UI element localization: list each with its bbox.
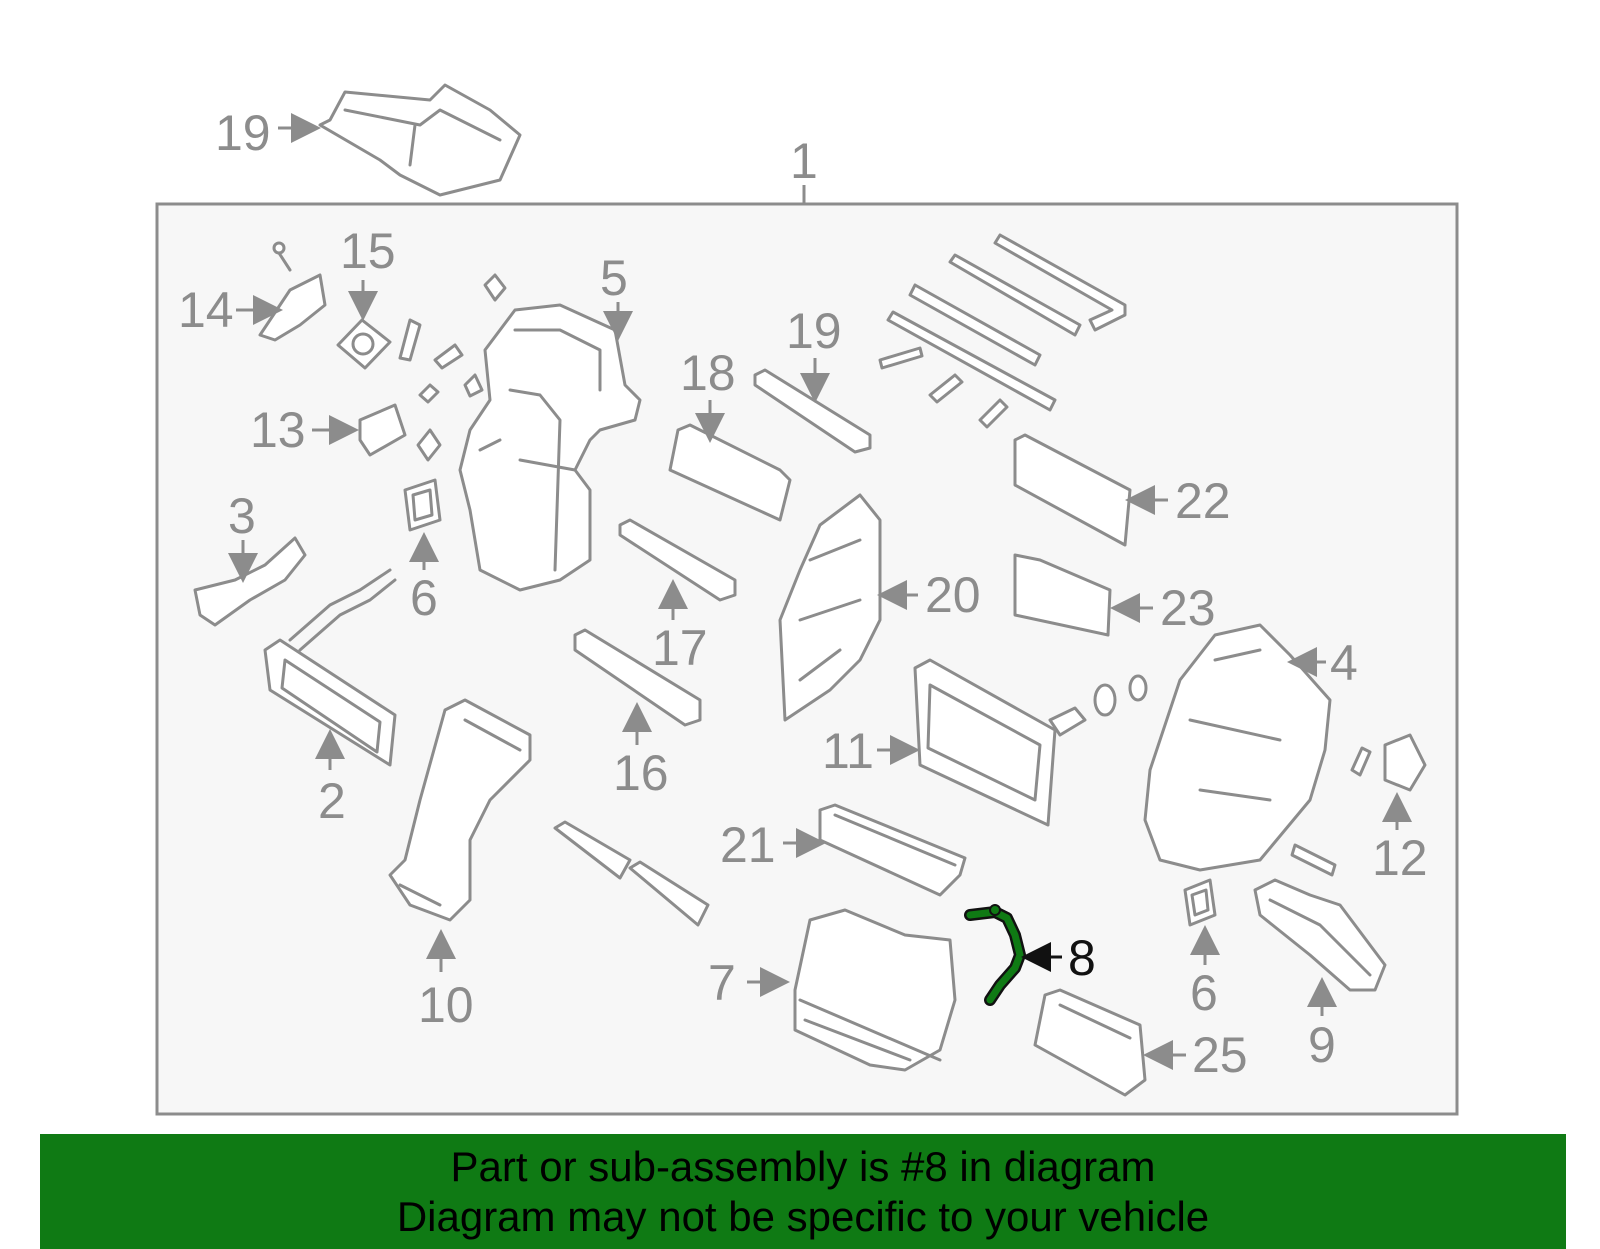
part-4-housing[interactable] <box>1143 623 1332 872</box>
callout-10: 19 <box>215 105 271 161</box>
callout-2: 2 <box>318 773 346 829</box>
part-25-panel[interactable] <box>1033 988 1147 1097</box>
part-21-housing[interactable] <box>778 493 882 722</box>
callout-1: 1 <box>790 133 818 189</box>
part-2-heater-core[interactable] <box>263 568 397 767</box>
part-20-door[interactable] <box>753 368 872 454</box>
callout-11: 10 <box>418 977 474 1033</box>
part-8-tube-highlighted[interactable] <box>964 904 1026 1006</box>
part-9-duct[interactable] <box>1253 878 1387 992</box>
part-18-door[interactable] <box>618 518 737 602</box>
small-clips <box>398 273 507 404</box>
part-12-evaporator[interactable] <box>913 658 1148 827</box>
callout-6-right: 6 <box>1190 965 1218 1021</box>
callout-5: 5 <box>600 250 628 306</box>
callout-20: 19 <box>786 303 842 359</box>
small-rod <box>1290 843 1337 877</box>
callout-9: 9 <box>1308 1017 1336 1073</box>
part-10-duct[interactable] <box>318 83 522 197</box>
callout-17: 16 <box>613 745 669 801</box>
callout-19: 18 <box>680 345 736 401</box>
part-11-duct[interactable] <box>388 698 532 922</box>
banner-line-2: Diagram may not be specific to your vehi… <box>396 1193 1210 1240</box>
callout-15: 14 <box>178 282 234 338</box>
callout-18: 17 <box>652 620 708 676</box>
part-17-door[interactable] <box>573 628 702 727</box>
part-7-case[interactable] <box>793 908 957 1072</box>
callout-6-left: 6 <box>410 570 438 626</box>
small-doors <box>553 820 710 927</box>
callout-4: 4 <box>1330 635 1358 691</box>
part-23-panel[interactable] <box>1013 433 1132 547</box>
part-16-servo[interactable] <box>336 318 392 370</box>
callout-24: 23 <box>1160 580 1216 636</box>
callout-14: 13 <box>250 402 306 458</box>
part-6-seal-left[interactable] <box>403 478 442 532</box>
callout-3: 3 <box>228 488 256 544</box>
seal-strips <box>878 233 1127 429</box>
callout-21: 20 <box>925 567 981 623</box>
banner-line-1: Part or sub-assembly is #8 in diagram <box>450 1143 1156 1190</box>
callout-7: 7 <box>708 955 736 1011</box>
part-24-panel[interactable] <box>1013 553 1112 637</box>
callout-8: 8 <box>1068 930 1096 986</box>
callout-13: 12 <box>1372 830 1428 886</box>
callout-23: 22 <box>1175 473 1231 529</box>
info-banner: Part or sub-assembly is #8 in diagram Di… <box>40 1134 1566 1249</box>
callout-25: 25 <box>1192 1027 1248 1083</box>
part-6-seal-right[interactable] <box>1183 878 1217 927</box>
part-19-door[interactable] <box>668 423 792 522</box>
callout-12: 11 <box>822 723 874 779</box>
part-13-actuator[interactable] <box>1350 733 1427 792</box>
callout-22: 21 <box>720 817 776 873</box>
part-14-actuator[interactable] <box>358 403 442 462</box>
callout-16: 15 <box>340 223 396 279</box>
parts-diagram: 19 1 14 15 13 6 5 <box>155 83 1459 1116</box>
